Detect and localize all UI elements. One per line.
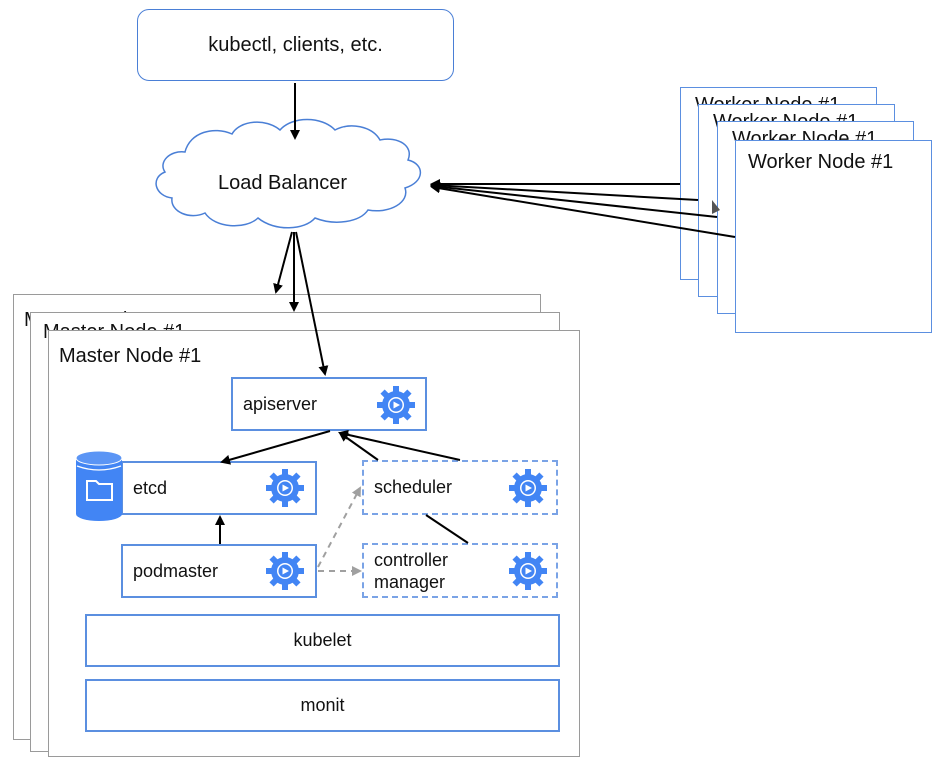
load-balancer-label: Load Balancer [218,172,347,194]
gear-play-icon [509,552,547,590]
scheduler-label: scheduler [374,477,453,497]
clients-label: kubectl, clients, etc. [208,33,383,56]
kubelet-box: kubelet [85,614,560,667]
podmaster-label: podmaster [133,560,219,581]
arrow-worker-to-lb-3 [430,181,718,218]
gear-play-icon [266,469,304,507]
worker-node-card-1: Worker Node #1 [735,140,932,333]
arrow-lb-to-master-3 [273,231,293,294]
apiserver-label: apiserver [243,393,318,414]
controller-manager-label-line2: manager [374,571,446,592]
worker-node-title: Worker Node #1 [748,151,894,173]
etcd-label: etcd [133,477,168,498]
arrow-worker-to-lb-2 [430,180,699,201]
monit-box: monit [85,679,560,732]
gear-play-icon [377,386,415,424]
kubelet-label: kubelet [293,630,352,650]
gear-play-icon [509,469,547,507]
controller-manager-label-line1: controller [374,549,449,570]
master-node-title: Master Node #1 [59,345,202,367]
clients-box: kubectl, clients, etc. [137,9,454,81]
monit-label: monit [300,695,345,715]
gear-play-icon [266,552,304,590]
